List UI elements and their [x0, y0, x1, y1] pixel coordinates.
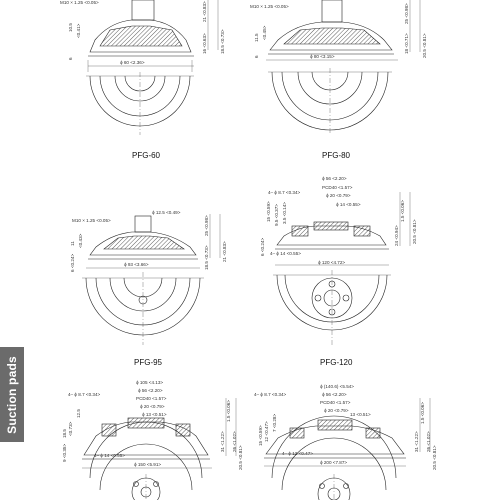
pfg60-thread-label: M10 × 1.25 <0.05>: [60, 0, 99, 5]
pfg80-thread-label: M10 × 1.25 <0.05>: [250, 4, 289, 9]
pfg120-dim-3-5-label: 3.5 <0.14>: [282, 202, 287, 224]
pfg150-dia-56-label: ϕ 56 <2.20>: [138, 388, 163, 393]
pfg80-pad-height-label: 6: [254, 55, 259, 58]
pfg200-dim-31-label: 31 <1.22>: [414, 431, 419, 452]
pfg120-bottom-view: [273, 270, 391, 345]
pfg200-diameter-label: ϕ 200 <7.87>: [320, 460, 347, 465]
pfg95-bottom-view: [82, 272, 204, 345]
pfg120-side-view: [275, 192, 411, 266]
pfg60-dim-18-5-label: 18.5 <0.73>: [220, 29, 225, 54]
pfg200-dim-7-label: 7 <0.28>: [272, 414, 277, 432]
pfg80-dim-25-label: 25 <0.98>: [404, 3, 409, 24]
pfg95-drawing: [82, 214, 221, 345]
pfg95-dim-25-label: 25 <0.98>: [204, 215, 209, 236]
pfg120-dim-1-5-label: 1.5 <0.06>: [400, 200, 405, 222]
pfg200-dia-20-label: ϕ 20 <0.79>: [324, 408, 349, 413]
pfg95-top-dia-label: ϕ 12.5 <0.49>: [152, 210, 181, 215]
pfg120-dia-56-label: ϕ 56 <2.20>: [322, 176, 347, 181]
pfg60-side-view: [87, 0, 219, 72]
pfg80-dim-18-label: 18 <0.71>: [404, 33, 409, 54]
pfg60-diameter-label: ϕ 60 <2.36>: [120, 60, 145, 65]
section-tab[interactable]: Suction pads: [0, 347, 24, 442]
pfg80-drawing: [266, 0, 421, 135]
pfg60-drawing: [86, 0, 219, 135]
pfg60-bottom-view: [86, 72, 194, 135]
pfg80-dim-20-5-label: 20.5 <0.81>: [422, 33, 427, 58]
pfg200-pcd-label: PCD40 <1.57>: [320, 400, 351, 405]
pfg150-dia-13-label: ϕ 13 <0.51>: [142, 412, 167, 417]
pfg120-dim-24-label: 24 <0.94>: [394, 225, 399, 246]
pfg150-bottom-view: [89, 421, 203, 500]
pfg150-dia-105-label: ϕ 105 <4.13>: [136, 380, 163, 385]
pfg200-drawing: [264, 398, 431, 500]
pfg150-pcd-label: PCD40 <1.57>: [136, 396, 167, 401]
pfg120-holes-label: 4– ϕ 8.7 <0.34>: [268, 190, 301, 195]
pfg150-dim-26-label: 26 <1.02>: [232, 431, 237, 452]
pfg200-dim-1-5-label: 1.5 <0.06>: [420, 402, 425, 424]
pfg120-dia-14-label: ϕ 14 <0.55>: [336, 202, 361, 207]
pfg120-dim-9-5-label: 9.5 <0.37>: [274, 204, 279, 226]
pfg60-height-inch-label: <0.41>: [76, 23, 81, 38]
pfg80-side-view: [266, 0, 421, 61]
pfg150-dia-20-label: ϕ 20 <0.79>: [140, 404, 165, 409]
pfg150-dim-1-5-label: 1.5 <0.06>: [226, 400, 231, 422]
pfg200-dim-26-label: 26 <1.02>: [426, 431, 431, 452]
pfg120-dim-20-5-label: 20.5 <0.81>: [412, 219, 417, 244]
pfg80-height-label: 11.5: [254, 33, 259, 42]
section-tab-label: Suction pads: [5, 355, 19, 434]
pfg150-diameter-label: ϕ 150 <5.91>: [134, 462, 161, 467]
pfg95-thread-label: M10 × 1.25 <0.05>: [72, 218, 111, 223]
pfg150-holes-label: 4– ϕ 8.7 <0.34>: [68, 392, 101, 397]
pfg60-dim-21-label: 21 <0.83>: [202, 1, 207, 22]
pfg80-caption: PFG-80: [322, 151, 351, 160]
pfg200-bottom-holes-label: 4– ϕ 12 <0.47>: [282, 451, 313, 456]
pfg200-dim-15-label: 15 <0.59>: [258, 425, 263, 446]
pfg120-bottom-holes-label: 4– ϕ 14 <0.55>: [270, 251, 301, 256]
pfg150-pad-height-label: 9 <0.35>: [62, 444, 67, 462]
pfg150-drawing: [82, 398, 237, 500]
pfg150-bottom-holes-label: 4– ϕ 14 <0.55>: [94, 453, 125, 458]
pfg120-caption: PFG-120: [320, 358, 353, 367]
pfg200-dim-12-label: 12 <0.47>: [264, 421, 269, 442]
pfg80-diameter-label: ϕ 80 <3.15>: [310, 54, 335, 59]
pfg120-pcd-label: PCD40 <1.57>: [322, 185, 353, 190]
pfg200-dim-20-5-label: 20.5 <0.81>: [432, 445, 437, 470]
pfg95-side-view: [86, 214, 221, 269]
pfg150-dim-31-label: 31 <1.22>: [220, 431, 225, 452]
pfg95-height-label: 11: [70, 241, 75, 246]
pfg95-dim-21-label: 21 <0.83>: [222, 241, 227, 262]
pfg150-height-inch-label: <0.73>: [68, 421, 73, 436]
pfg60-pad-height-label: 6: [68, 57, 73, 60]
pfg95-height-inch-label: <0.43>: [78, 233, 83, 248]
pfg95-caption: PFG-95: [134, 358, 163, 367]
pfg200-holes-label: 4– ϕ 8.7 <0.34>: [254, 392, 287, 397]
pfg200-dia-140-label: ϕ (140.6) <5.54>: [320, 384, 354, 389]
pfg150-dim-12-5-label: 12.5: [76, 409, 81, 418]
pfg200-bottom-view: [271, 415, 397, 500]
pfg95-dim-18-5-label: 18.5 <0.73>: [204, 245, 209, 270]
pfg200-dia-56-label: ϕ 56 <2.20>: [322, 392, 347, 397]
pfg200-side-view: [264, 398, 431, 467]
pfg200-dim-13-label: 13 <0.51>: [350, 412, 371, 417]
pfg60-height-label: 10.5: [68, 23, 73, 32]
pfg80-height-inch-label: <0.45>: [262, 25, 267, 40]
pfg120-dia-20-label: ϕ 20 <0.79>: [326, 193, 351, 198]
pfg80-bottom-view: [268, 68, 392, 135]
pfg95-pad-height-label: 6 <0.24>: [70, 254, 75, 272]
pfg60-dim-16-label: 16 <0.63>: [202, 33, 207, 54]
pfg120-drawing: [273, 192, 411, 345]
pfg150-height-label: 18.5: [62, 429, 67, 438]
pfg120-diameter-label: ϕ 120 <4.72>: [318, 260, 345, 265]
pfg120-pad-height-label: 6 <0.24>: [260, 238, 265, 256]
pfg60-caption: PFG-60: [132, 151, 161, 160]
pfg95-diameter-label: ϕ 93 <3.66>: [124, 262, 149, 267]
pfg120-dim-15-label: 15 <0.59>: [266, 201, 271, 222]
pfg150-dim-20-5-label: 20.5 <0.81>: [238, 445, 243, 470]
